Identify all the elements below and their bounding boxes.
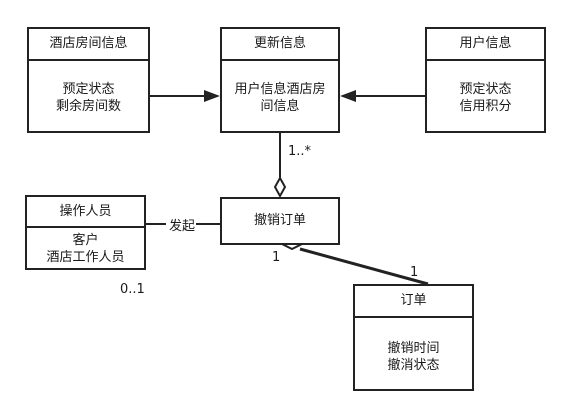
attribute: 间信息 xyxy=(260,99,300,114)
attribute: 预定状态 xyxy=(62,82,115,97)
arrowhead-hotel-to-update xyxy=(204,90,220,102)
edge-cancel-to-order xyxy=(299,247,429,286)
class-attributes: 客户 酒店工作人员 xyxy=(27,228,144,266)
attribute: 信用积分 xyxy=(459,99,512,114)
class-title: 操作人员 xyxy=(27,197,144,228)
class-cancel-order: 撤销订单 xyxy=(220,197,340,245)
class-hotel-room-info: 酒店房间信息 预定状态 剩余房间数 xyxy=(27,27,150,133)
attribute: 用户信息酒店房 xyxy=(234,82,326,97)
arrowhead-user-to-update xyxy=(340,90,356,102)
class-title: 酒店房间信息 xyxy=(29,29,148,61)
attribute: 撤消状态 xyxy=(387,358,440,373)
association-label-initiate: 发起 xyxy=(169,219,196,234)
class-attributes: 用户信息酒店房 间信息 xyxy=(222,61,338,115)
aggregation-diamond-cancel xyxy=(273,175,287,199)
attribute: 酒店工作人员 xyxy=(46,250,125,265)
multiplicity-order-side: 1 xyxy=(410,265,419,280)
class-attributes: 预定状态 剩余房间数 xyxy=(29,61,148,115)
attribute: 预定状态 xyxy=(459,82,512,97)
attribute: 剩余房间数 xyxy=(55,99,121,114)
class-title: 更新信息 xyxy=(222,29,338,61)
class-title: 撤销订单 xyxy=(253,213,306,228)
class-attributes: 预定状态 信用积分 xyxy=(427,61,544,115)
attribute: 撤销时间 xyxy=(387,341,440,356)
class-order: 订单 撤销时间 撤消状态 xyxy=(353,284,474,391)
multiplicity-operator: 0..1 xyxy=(120,282,145,297)
class-title: 用户信息 xyxy=(427,29,544,61)
class-title: 订单 xyxy=(355,286,472,318)
multiplicity-cancel-side: 1 xyxy=(272,250,281,265)
class-user-info: 用户信息 预定状态 信用积分 xyxy=(425,27,546,133)
class-update-info: 更新信息 用户信息酒店房 间信息 xyxy=(220,27,340,133)
class-operator: 操作人员 客户 酒店工作人员 xyxy=(25,195,146,270)
multiplicity-update-cancel: 1..* xyxy=(288,144,312,159)
attribute: 客户 xyxy=(72,233,99,248)
class-attributes: 撤销时间 撤消状态 xyxy=(355,318,472,374)
